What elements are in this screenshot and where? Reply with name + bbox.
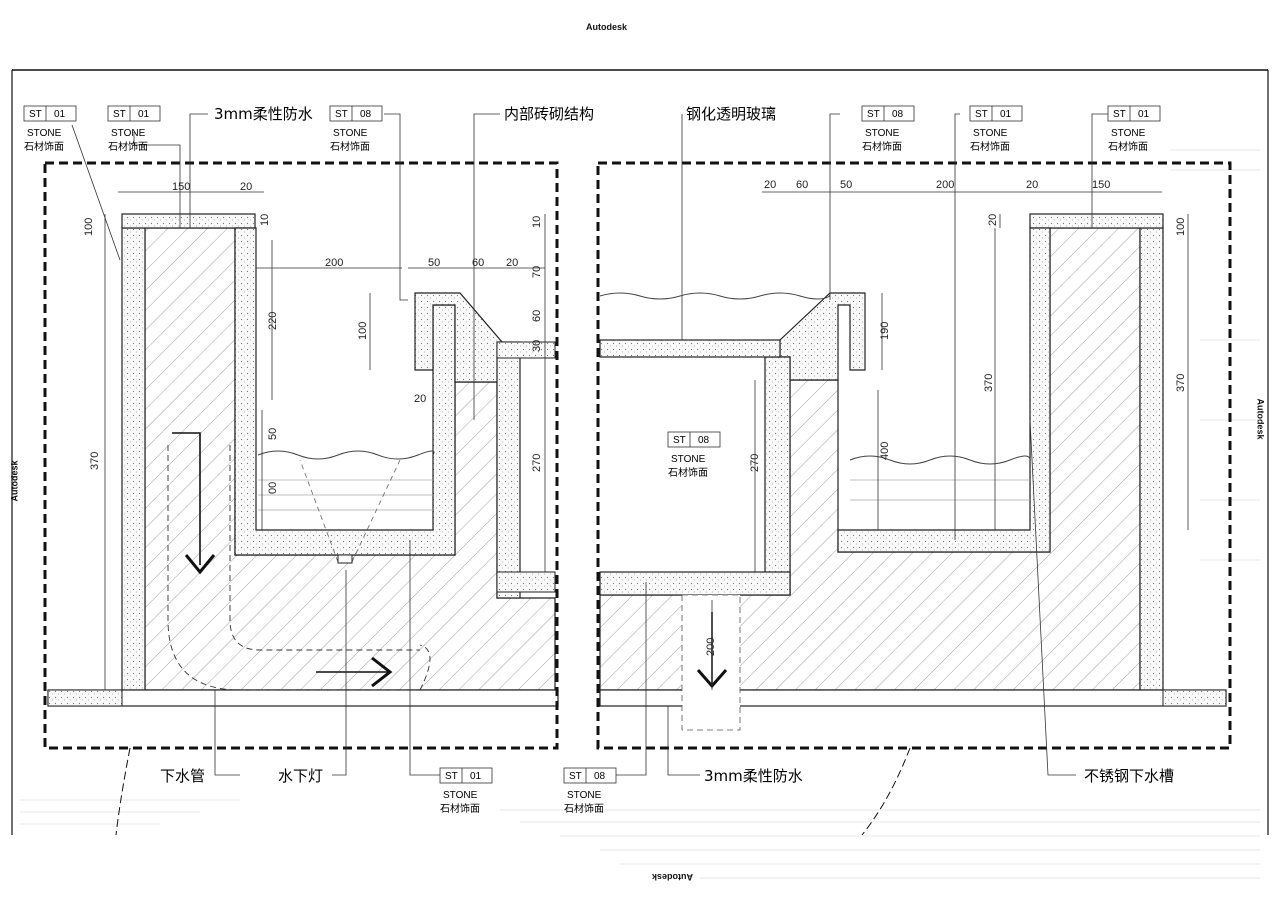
- dim-20: 20: [987, 214, 999, 226]
- tag-code-a: ST: [113, 109, 126, 120]
- dim-50: 50: [267, 428, 279, 440]
- dim-50: 50: [428, 257, 440, 269]
- tag-code-b: 01: [1000, 109, 1012, 120]
- sheet-frame: [11, 69, 1269, 879]
- tag-code-b: 08: [594, 771, 606, 782]
- dim-400: 400: [879, 442, 891, 460]
- material-tag-st01-d: ST 01 STONE 石材饰面: [1107, 105, 1161, 153]
- dim-200: 200: [936, 179, 954, 191]
- material-tag-st01-a: ST 01 STONE 石材饰面: [23, 105, 77, 153]
- tag-name-cn: 石材饰面: [970, 140, 1010, 153]
- left-detail: 150 20 100 10 10 370 200 50 60 20 70 220…: [43, 161, 559, 750]
- tag-code-a: ST: [569, 771, 582, 782]
- tag-name-cn: 石材饰面: [24, 140, 64, 153]
- tag-code-a: ST: [673, 435, 686, 446]
- dim-200: 200: [325, 257, 343, 269]
- dim-100: 100: [83, 218, 95, 236]
- tag-name-en: STONE: [111, 128, 146, 139]
- tag-code-a: ST: [29, 109, 42, 120]
- dim-190: 190: [879, 322, 891, 340]
- label-tempered-glass: 钢化透明玻璃: [686, 105, 776, 123]
- dim-10: 10: [531, 216, 543, 228]
- watermark-top: Autodesk: [586, 22, 628, 32]
- tag-name-en: STONE: [671, 454, 706, 465]
- label-steel-trough: 不锈钢下水槽: [1084, 767, 1174, 785]
- label-drain-pipe: 下水管: [160, 767, 205, 785]
- material-tag-st01-b: ST 01 STONE 石材饰面: [107, 105, 161, 153]
- dim-20: 20: [1026, 179, 1038, 191]
- dim-200: 200: [705, 638, 717, 656]
- dim-370: 370: [983, 374, 995, 392]
- dim-100: 100: [1175, 218, 1187, 236]
- tag-name-en: STONE: [27, 128, 62, 139]
- label-waterproof-bottom: 3mm柔性防水: [704, 767, 803, 785]
- tag-code-b: 01: [470, 771, 482, 782]
- tag-code-a: ST: [1113, 109, 1126, 120]
- tag-name-cn: 石材饰面: [668, 466, 708, 479]
- tag-name-en: STONE: [1111, 128, 1146, 139]
- tag-name-cn: 石材饰面: [1108, 140, 1148, 153]
- tag-code-a: ST: [975, 109, 988, 120]
- dim-60: 60: [796, 179, 808, 191]
- tag-code-b: 08: [892, 109, 904, 120]
- label-brick-structure: 内部砖砌结构: [504, 105, 594, 123]
- dim-20: 20: [414, 393, 426, 405]
- label-waterproof-top: 3mm柔性防水: [214, 105, 313, 123]
- tag-code-b: 01: [138, 109, 150, 120]
- material-tag-st08-d: ST 08 STONE 石材饰面: [563, 767, 617, 815]
- tag-name-cn: 石材饰面: [564, 802, 604, 815]
- tag-name-en: STONE: [333, 128, 368, 139]
- leader-lines: [71, 113, 1108, 776]
- dim-30: 30: [531, 340, 543, 352]
- right-detail: 20 60 50 200 20 150 20 100 190 370 370 4…: [596, 161, 1232, 750]
- dim-370: 370: [89, 452, 101, 470]
- tag-code-b: 01: [1138, 109, 1150, 120]
- dim-00: 00: [267, 482, 279, 494]
- dim-20: 20: [240, 181, 252, 193]
- tag-code-b: 08: [360, 109, 372, 120]
- tag-code-a: ST: [335, 109, 348, 120]
- dim-150: 150: [172, 181, 190, 193]
- label-underwater-light: 水下灯: [278, 767, 323, 785]
- material-tag-st01-c: ST 01 STONE 石材饰面: [969, 105, 1023, 153]
- dim-100: 100: [357, 322, 369, 340]
- dim-20: 20: [506, 257, 518, 269]
- tag-name-cn: 石材饰面: [330, 140, 370, 153]
- material-tag-st08-c: ST 08 STONE 石材饰面: [667, 431, 721, 479]
- dim-50: 50: [840, 179, 852, 191]
- tag-name-en: STONE: [443, 790, 478, 801]
- tag-code-b: 08: [698, 435, 710, 446]
- tag-name-en: STONE: [973, 128, 1008, 139]
- tag-name-cn: 石材饰面: [440, 802, 480, 815]
- tag-code-b: 01: [54, 109, 66, 120]
- dim-270: 270: [749, 454, 761, 472]
- dim-20: 20: [764, 179, 776, 191]
- tag-name-en: STONE: [865, 128, 900, 139]
- dim-150: 150: [1092, 179, 1110, 191]
- tag-code-a: ST: [867, 109, 880, 120]
- dim-70: 70: [531, 266, 543, 278]
- material-tag-st08-a: ST 08 STONE 石材饰面: [329, 105, 383, 153]
- dim-220: 220: [267, 312, 279, 330]
- tag-name-cn: 石材饰面: [108, 140, 148, 153]
- tag-name-cn: 石材饰面: [862, 140, 902, 153]
- dim-270: 270: [531, 454, 543, 472]
- tag-name-en: STONE: [567, 790, 602, 801]
- material-tag-st08-b: ST 08 STONE 石材饰面: [861, 105, 915, 153]
- dim-60: 60: [472, 257, 484, 269]
- dim-60: 60: [531, 310, 543, 322]
- dim-370: 370: [1175, 374, 1187, 392]
- material-tag-st01-e: ST 01 STONE 石材饰面: [439, 767, 493, 815]
- dim-10: 10: [259, 214, 271, 226]
- tag-code-a: ST: [445, 771, 458, 782]
